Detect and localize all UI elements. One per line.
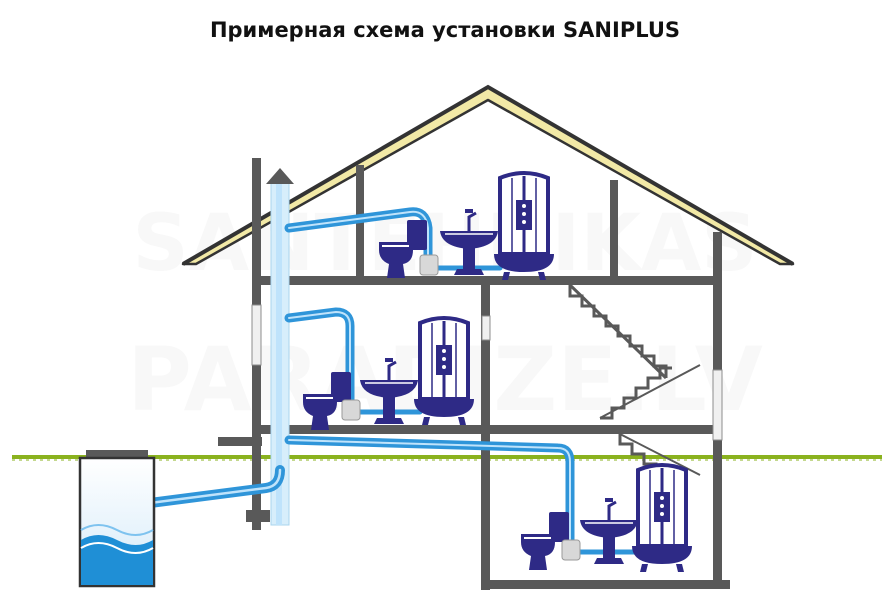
watermark-line-1: SANTEHNIKAS	[133, 199, 758, 289]
saniplus-unit-icon	[419, 254, 439, 276]
saniplus-unit-icon	[561, 539, 581, 561]
basement-bathroom	[520, 463, 694, 574]
septic-tank	[78, 450, 156, 588]
staircase	[568, 283, 701, 476]
shower-cabin-icon	[630, 463, 694, 574]
drain-pipes	[145, 207, 643, 555]
shower-cabin-icon	[412, 316, 476, 427]
shower-cabin-icon	[492, 171, 556, 282]
toilet-icon	[520, 511, 570, 571]
windows	[251, 304, 723, 441]
diagram-title: Примерная схема установки SANIPLUS	[209, 18, 681, 42]
saniplus-unit-icon	[341, 399, 361, 421]
ground	[12, 455, 882, 461]
vent-arrow-icon	[266, 168, 294, 184]
